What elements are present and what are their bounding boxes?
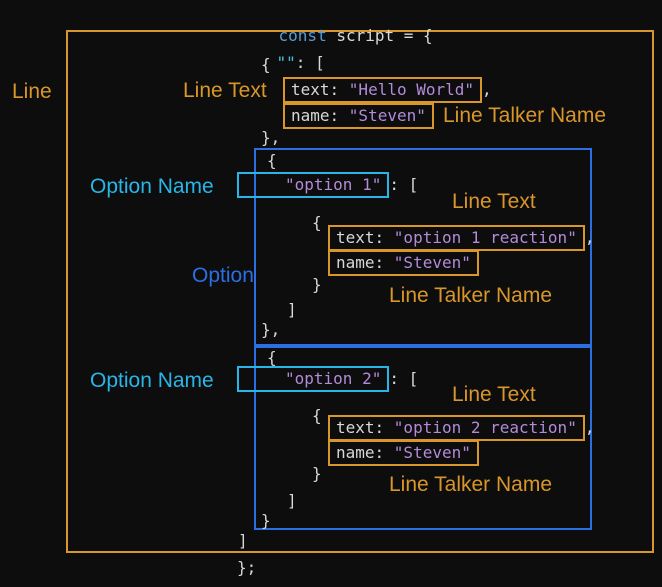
option1-outline-box	[254, 148, 592, 346]
option2-text-row: text: "option 2 reaction",	[328, 415, 594, 441]
line-close-brace: },	[261, 128, 281, 147]
option1-open-brace: {	[267, 151, 277, 170]
option2-talker-key: name:	[336, 443, 394, 462]
option1-colon-bracket: : [	[389, 175, 419, 194]
option2-open-brace: {	[267, 348, 277, 367]
option2-close-brace: }	[261, 511, 271, 530]
option2-inner-close-brace: }	[312, 464, 322, 483]
option-name-label-2: Option Name	[90, 369, 214, 392]
option2-name-value: "option 2"	[285, 369, 382, 388]
option2-talker-value: "Steven"	[393, 443, 471, 462]
line-text-comma: ,	[482, 80, 492, 99]
option2-close-bracket: ]	[287, 491, 297, 510]
line-talker-name-label-1: Line Talker Name	[443, 104, 607, 127]
option1-talker-box: name: "Steven"	[328, 250, 479, 276]
line-text-label-1: Line Text	[183, 79, 267, 102]
option1-talker-key: name:	[336, 253, 394, 272]
option2-talker-box: name: "Steven"	[328, 440, 479, 466]
option2-colon-bracket: : [	[389, 369, 419, 388]
const-keyword: const	[278, 26, 327, 45]
option1-name-row: "option 1" : [	[237, 172, 418, 198]
line-name-row: name: "Steven"	[283, 103, 434, 129]
header-rest: script = {	[326, 26, 433, 45]
option2-text-key: text:	[336, 418, 394, 437]
option1-text-box: text: "option 1 reaction"	[328, 225, 585, 251]
option1-name-value: "option 1"	[285, 175, 382, 194]
line-open-brace: {	[261, 55, 271, 74]
option2-outline-box	[254, 346, 592, 530]
script-object-close: };	[237, 558, 257, 577]
line-talker-name-label-3: Line Talker Name	[389, 473, 553, 496]
line-text-row: text: "Hello World",	[283, 77, 492, 103]
option2-name-row: "option 2" : [	[237, 366, 418, 392]
line-name-key: name:	[291, 106, 349, 125]
code-header: const script = {	[240, 6, 433, 66]
option-label: Option	[192, 264, 254, 287]
line-text-label-3: Line Text	[452, 383, 536, 406]
option2-inner-open-brace: {	[312, 406, 322, 425]
root-array-close: ]	[238, 531, 248, 550]
line-text-box: text: "Hello World"	[283, 77, 483, 103]
line-name-value: "Steven"	[348, 106, 426, 125]
option1-text-comma: ,	[584, 228, 595, 247]
line-text-key: text:	[291, 80, 349, 99]
option1-talker-row: name: "Steven"	[328, 250, 479, 276]
line-label: Line	[12, 80, 52, 103]
line-outline-box	[66, 30, 654, 553]
option1-close-brace: },	[261, 320, 281, 339]
line-name-box: name: "Steven"	[283, 103, 434, 129]
option1-text-value: "option 1 reaction"	[393, 228, 577, 247]
line-talker-name-label-2: Line Talker Name	[389, 284, 553, 307]
option2-talker-row: name: "Steven"	[328, 440, 479, 466]
root-colon-bracket: : [	[295, 53, 325, 72]
option2-text-value: "option 2 reaction"	[393, 418, 577, 437]
root-key: ""	[276, 53, 296, 72]
option2-text-box: text: "option 2 reaction"	[328, 415, 585, 441]
option1-talker-value: "Steven"	[393, 253, 471, 272]
option2-name-box: "option 2"	[237, 366, 390, 392]
option-name-label-1: Option Name	[90, 175, 214, 198]
option2-text-comma: ,	[584, 418, 595, 437]
option1-inner-open-brace: {	[312, 213, 322, 232]
option1-name-box: "option 1"	[237, 172, 390, 198]
option1-text-row: text: "option 1 reaction",	[328, 225, 594, 251]
option1-inner-close-brace: }	[312, 275, 322, 294]
line-text-value: "Hello World"	[348, 80, 475, 99]
line-text-label-2: Line Text	[452, 190, 536, 213]
root-array-open: "": [	[238, 33, 325, 93]
option1-text-key: text:	[336, 228, 394, 247]
option1-close-bracket: ]	[287, 300, 297, 319]
